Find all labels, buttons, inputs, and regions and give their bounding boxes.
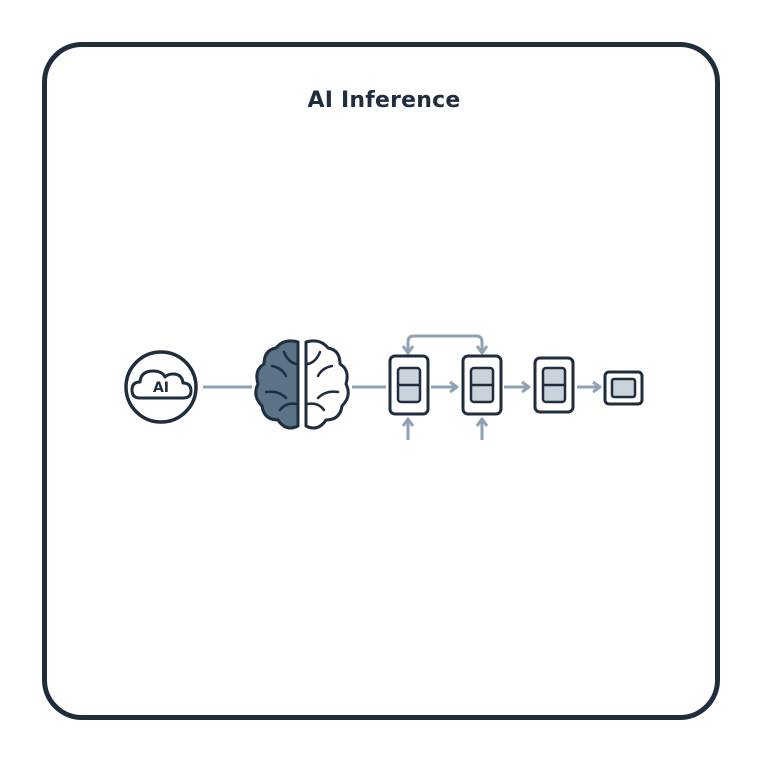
ai-badge-text: AI bbox=[153, 380, 169, 396]
flow-arrow bbox=[504, 380, 531, 394]
processing-unit-icon bbox=[461, 354, 503, 416]
flow-arrow bbox=[577, 380, 602, 394]
output-unit-icon bbox=[603, 370, 644, 406]
brain-icon bbox=[254, 339, 350, 430]
feedback-arrow bbox=[401, 334, 489, 355]
flow-arrow bbox=[431, 380, 459, 394]
processing-unit-icon bbox=[388, 354, 430, 416]
input-arrow bbox=[401, 417, 415, 440]
input-arrow bbox=[475, 417, 489, 440]
processing-unit-icon bbox=[533, 356, 575, 414]
diagram-title: AI Inference bbox=[307, 88, 461, 113]
ai-cloud-icon: AI bbox=[124, 350, 198, 424]
